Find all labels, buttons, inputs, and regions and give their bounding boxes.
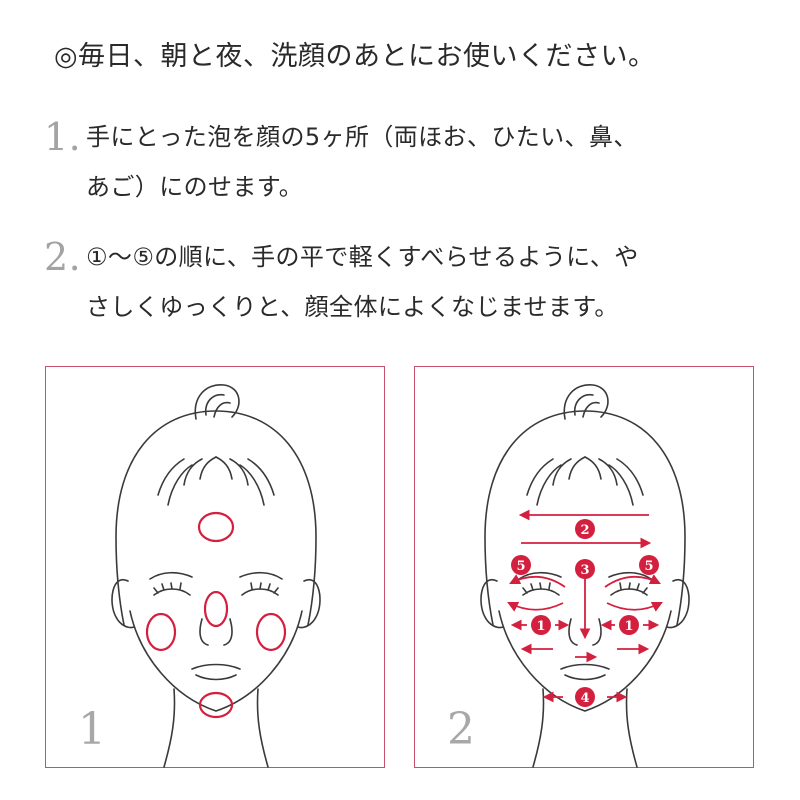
marker-5-label: 5 [644, 559, 653, 574]
step-text: 手にとった泡を顔の5ヶ所（両ほお、ひたい、鼻、 あご）にのせます。 [86, 112, 766, 212]
step-number: 2. [44, 235, 82, 279]
foam-placement-panel: 1 [45, 366, 385, 768]
marker-4-label: 4 [580, 691, 589, 706]
face-illustration-2: 2 3 5 5 1 1 4 [480, 384, 690, 768]
step-text: ①〜⑤の順に、手の平で軽くすべらせるように、や さしくゆっくりと、顔全体によくな… [86, 232, 766, 332]
foam-spot-left-cheek [145, 612, 177, 652]
marker-1-left: 1 [531, 615, 551, 635]
marker-4: 4 [575, 687, 595, 707]
marker-2: 2 [575, 519, 595, 539]
marker-3: 3 [575, 559, 595, 579]
foam-spot-forehead [197, 511, 235, 543]
marker-1-label: 1 [536, 619, 545, 634]
foam-spots [145, 511, 287, 719]
step-2: 2. ①〜⑤の順に、手の平で軽くすべらせるように、や さしくゆっくりと、顔全体に… [44, 232, 766, 332]
massage-arrows [507, 509, 663, 703]
foam-spot-nose [203, 590, 229, 628]
marker-1-label: 1 [624, 619, 633, 634]
marker-5-left: 5 [511, 555, 531, 575]
marker-3-label: 3 [580, 563, 589, 578]
marker-5-label: 5 [516, 559, 525, 574]
foam-spot-chin [198, 691, 234, 719]
marker-5-right: 5 [639, 555, 659, 575]
panel-number: 2 [447, 704, 475, 755]
step-number: 1. [44, 115, 82, 159]
face-illustration-1 [111, 384, 321, 768]
massage-direction-panel: 2 3 5 5 1 1 4 2 [414, 366, 754, 768]
step-line: さしくゆっくりと、顔全体によくなじませます。 [86, 293, 619, 321]
instruction-header: ◎毎日、朝と夜、洗顔のあとにお使いください。 [54, 41, 656, 72]
panel-number: 1 [78, 704, 106, 755]
marker-2-label: 2 [580, 523, 589, 538]
step-1: 1. 手にとった泡を顔の5ヶ所（両ほお、ひたい、鼻、 あご）にのせます。 [44, 112, 766, 212]
step-line: 手にとった泡を顔の5ヶ所（両ほお、ひたい、鼻、 [86, 123, 638, 151]
step-line: ①〜⑤の順に、手の平で軽くすべらせるように、や [86, 243, 639, 271]
step-line: あご）にのせます。 [86, 173, 304, 201]
foam-spot-right-cheek [255, 612, 287, 652]
marker-1-right: 1 [619, 615, 639, 635]
